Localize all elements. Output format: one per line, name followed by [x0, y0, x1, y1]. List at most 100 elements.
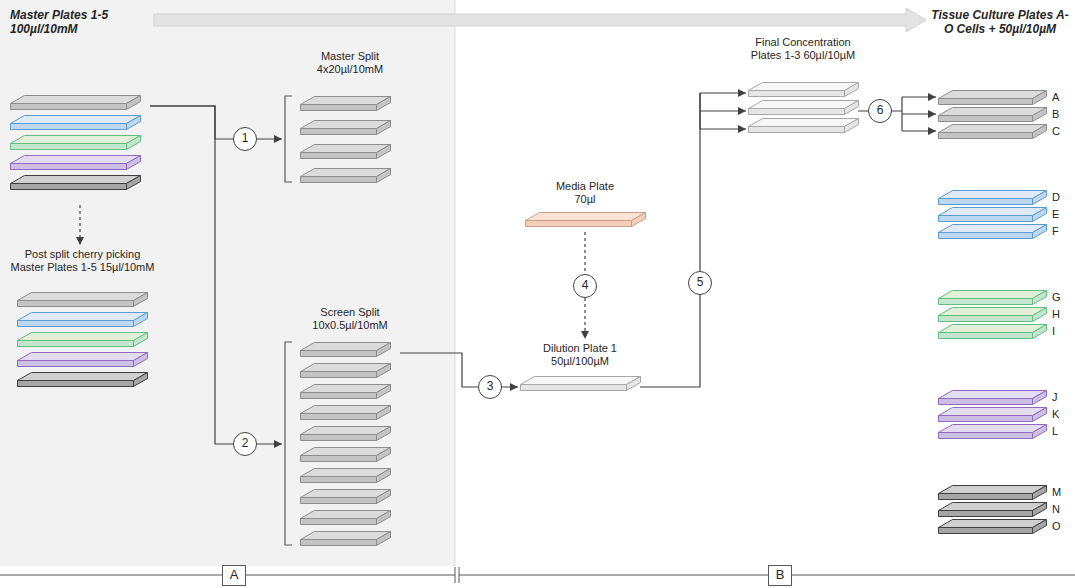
tissue-plate-stack: MNO — [938, 485, 1068, 535]
plate-top — [11, 116, 141, 124]
plate-front — [11, 144, 127, 150]
plate-side — [377, 145, 391, 159]
step-number: 4 — [573, 274, 597, 298]
plate-side — [1033, 325, 1047, 339]
plate-top — [939, 425, 1047, 433]
plate-front — [18, 361, 134, 367]
plate-letter: F — [1052, 225, 1059, 237]
plate-side — [127, 116, 141, 130]
plate-letter: O — [1052, 520, 1061, 532]
media-plate: Media Plate 70µl — [525, 180, 645, 230]
plate-side — [377, 364, 391, 378]
plate-front — [301, 393, 377, 399]
plate-heading: Final Concentration Plates 1-3 60µl/10µM — [748, 36, 858, 62]
plate-side — [134, 373, 148, 387]
plate-side — [377, 448, 391, 462]
dilution-plate: Dilution Plate 1 50µl/100µM — [520, 342, 640, 392]
connector-line — [699, 93, 700, 129]
plate-side — [377, 490, 391, 504]
plate-top — [521, 377, 641, 385]
plate-front — [301, 177, 377, 183]
plate-front — [301, 105, 377, 111]
plate-front — [939, 333, 1033, 339]
plate-drawing — [938, 390, 1068, 440]
connector-line — [79, 205, 80, 245]
plate-side — [845, 101, 859, 115]
plate-side — [1033, 108, 1047, 122]
plate-top — [939, 108, 1047, 116]
plate-stack: Post split cherry picking Master Plates … — [10, 248, 155, 388]
plate-drawing — [938, 90, 1068, 140]
plate-side — [134, 353, 148, 367]
plate-stack: Screen Split 10x0.5µl/10mM — [300, 306, 400, 547]
plate-top — [749, 119, 859, 127]
plate-top — [301, 169, 391, 177]
tissue-plate-stack: ABC — [938, 90, 1068, 140]
stack-bracket — [285, 342, 292, 545]
plate-front — [939, 316, 1033, 322]
plate-front — [939, 511, 1033, 517]
plate-letter: I — [1052, 325, 1055, 337]
plate-side — [127, 156, 141, 170]
plate-front — [939, 116, 1033, 122]
plate-side — [127, 176, 141, 190]
plate-top — [301, 490, 391, 498]
plate-front — [749, 91, 845, 97]
plate-side — [1033, 391, 1047, 405]
plate-top — [939, 91, 1047, 99]
plate-front — [939, 433, 1033, 439]
plate-letter: E — [1052, 208, 1059, 220]
plate-side — [845, 83, 859, 97]
plate-letter: G — [1052, 291, 1061, 303]
plate-top — [939, 291, 1047, 299]
plate-top — [939, 125, 1047, 133]
plate-heading: Dilution Plate 1 50µl/100µM — [534, 342, 626, 368]
plate-front — [526, 221, 632, 227]
plate-top — [939, 308, 1047, 316]
plate-top — [18, 333, 148, 341]
plate-top — [18, 373, 148, 381]
plate-front — [301, 414, 377, 420]
plate-front — [301, 435, 377, 441]
plate-front — [939, 299, 1033, 305]
plate-front — [301, 477, 377, 483]
plate-front — [939, 233, 1033, 239]
plate-top — [11, 176, 141, 184]
plate-top — [749, 83, 859, 91]
plate-side — [1033, 520, 1047, 534]
plate-top — [301, 406, 391, 414]
plate-side — [1033, 191, 1047, 205]
plate-top — [301, 469, 391, 477]
connector-line — [150, 106, 282, 139]
plate-stack: Master Plates 1-5 100µl/10mM — [10, 8, 150, 203]
plate-letter: D — [1052, 191, 1060, 203]
plate-heading: Screen Split 10x0.5µl/10mM — [300, 306, 400, 332]
tissue-plate-stack: JKL — [938, 390, 1068, 440]
plate-side — [377, 532, 391, 546]
plate-drawing — [10, 8, 150, 203]
plate-top — [11, 96, 141, 104]
plate-letter: N — [1052, 503, 1060, 515]
plate-front — [939, 399, 1033, 405]
connector-line — [150, 106, 282, 444]
plate-top — [939, 391, 1047, 399]
plate-side — [377, 469, 391, 483]
plate-front — [939, 528, 1033, 534]
plate-side — [1033, 503, 1047, 517]
plate-front — [301, 540, 377, 546]
plate-top — [301, 511, 391, 519]
step-number: 6 — [868, 99, 892, 123]
plate-side — [1033, 308, 1047, 322]
plate-front — [939, 416, 1033, 422]
section-bracket-tick — [455, 567, 456, 583]
plate-front — [11, 184, 127, 190]
plate-front — [939, 216, 1033, 222]
tissue-plate-stack: DEF — [938, 190, 1068, 240]
plate-top — [939, 325, 1047, 333]
plate-front — [11, 104, 127, 110]
plate-front — [18, 341, 134, 347]
plate-front — [939, 133, 1033, 139]
plate-front — [301, 372, 377, 378]
connector — [150, 106, 282, 139]
plate-side — [1033, 225, 1047, 239]
